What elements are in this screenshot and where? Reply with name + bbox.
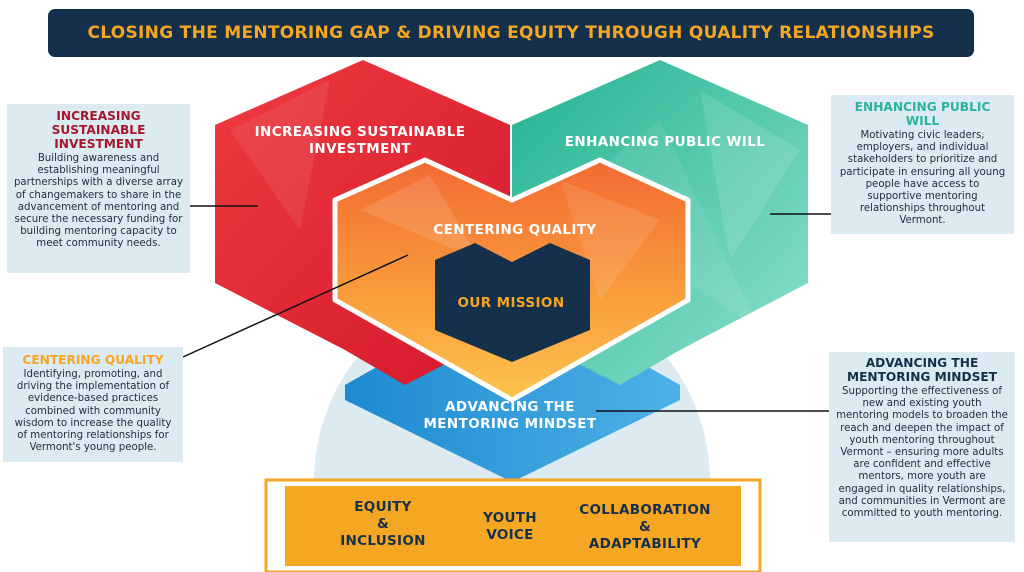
quality-label: CENTERING QUALITY <box>433 222 597 238</box>
title-banner: CLOSING THE MENTORING GAP & DRIVING EQUI… <box>48 9 974 57</box>
investment-label: INCREASING SUSTAINABLE INVESTMENT <box>254 124 466 157</box>
callout-investment-text: Building awareness and establishing mean… <box>13 153 184 250</box>
mindset-label: ADVANCING THE MENTORING MINDSET <box>423 399 597 432</box>
pillar-collaboration-adaptability: COLLABORATION&ADAPTABILITY <box>579 502 711 552</box>
callout-mindset-text: Supporting the effectiveness of new and … <box>836 386 1008 520</box>
callout-investment-title: INCREASING SUSTAINABLE INVESTMENT <box>51 109 146 151</box>
public-will-label: ENHANCING PUBLIC WILL <box>564 134 766 150</box>
mission-shape <box>435 243 590 362</box>
callout-quality-title: CENTERING QUALITY <box>22 353 164 367</box>
mission-label: OUR MISSION <box>457 295 565 311</box>
callout-public-will-title: ENHANCING PUBLIC WILL <box>854 100 991 128</box>
page-title: CLOSING THE MENTORING GAP & DRIVING EQUI… <box>87 23 935 43</box>
callout-mindset: ADVANCING THE MENTORING MINDSET Supporti… <box>829 352 1015 542</box>
callout-investment: INCREASING SUSTAINABLE INVESTMENT Buildi… <box>7 104 190 273</box>
connector-quality <box>182 254 409 358</box>
callout-quality: CENTERING QUALITY Identifying, promoting… <box>3 347 183 462</box>
foundation-bar <box>285 486 741 566</box>
callout-public-will: ENHANCING PUBLIC WILL Motivating civic l… <box>831 95 1014 234</box>
callout-quality-text: Identifying, promoting, and driving the … <box>14 369 172 454</box>
pillar-equity-inclusion: EQUITY&INCLUSION <box>340 499 426 549</box>
callout-public-will-text: Motivating civic leaders, employers, and… <box>839 130 1006 227</box>
callout-mindset-title: ADVANCING THE MENTORING MINDSET <box>846 356 998 384</box>
